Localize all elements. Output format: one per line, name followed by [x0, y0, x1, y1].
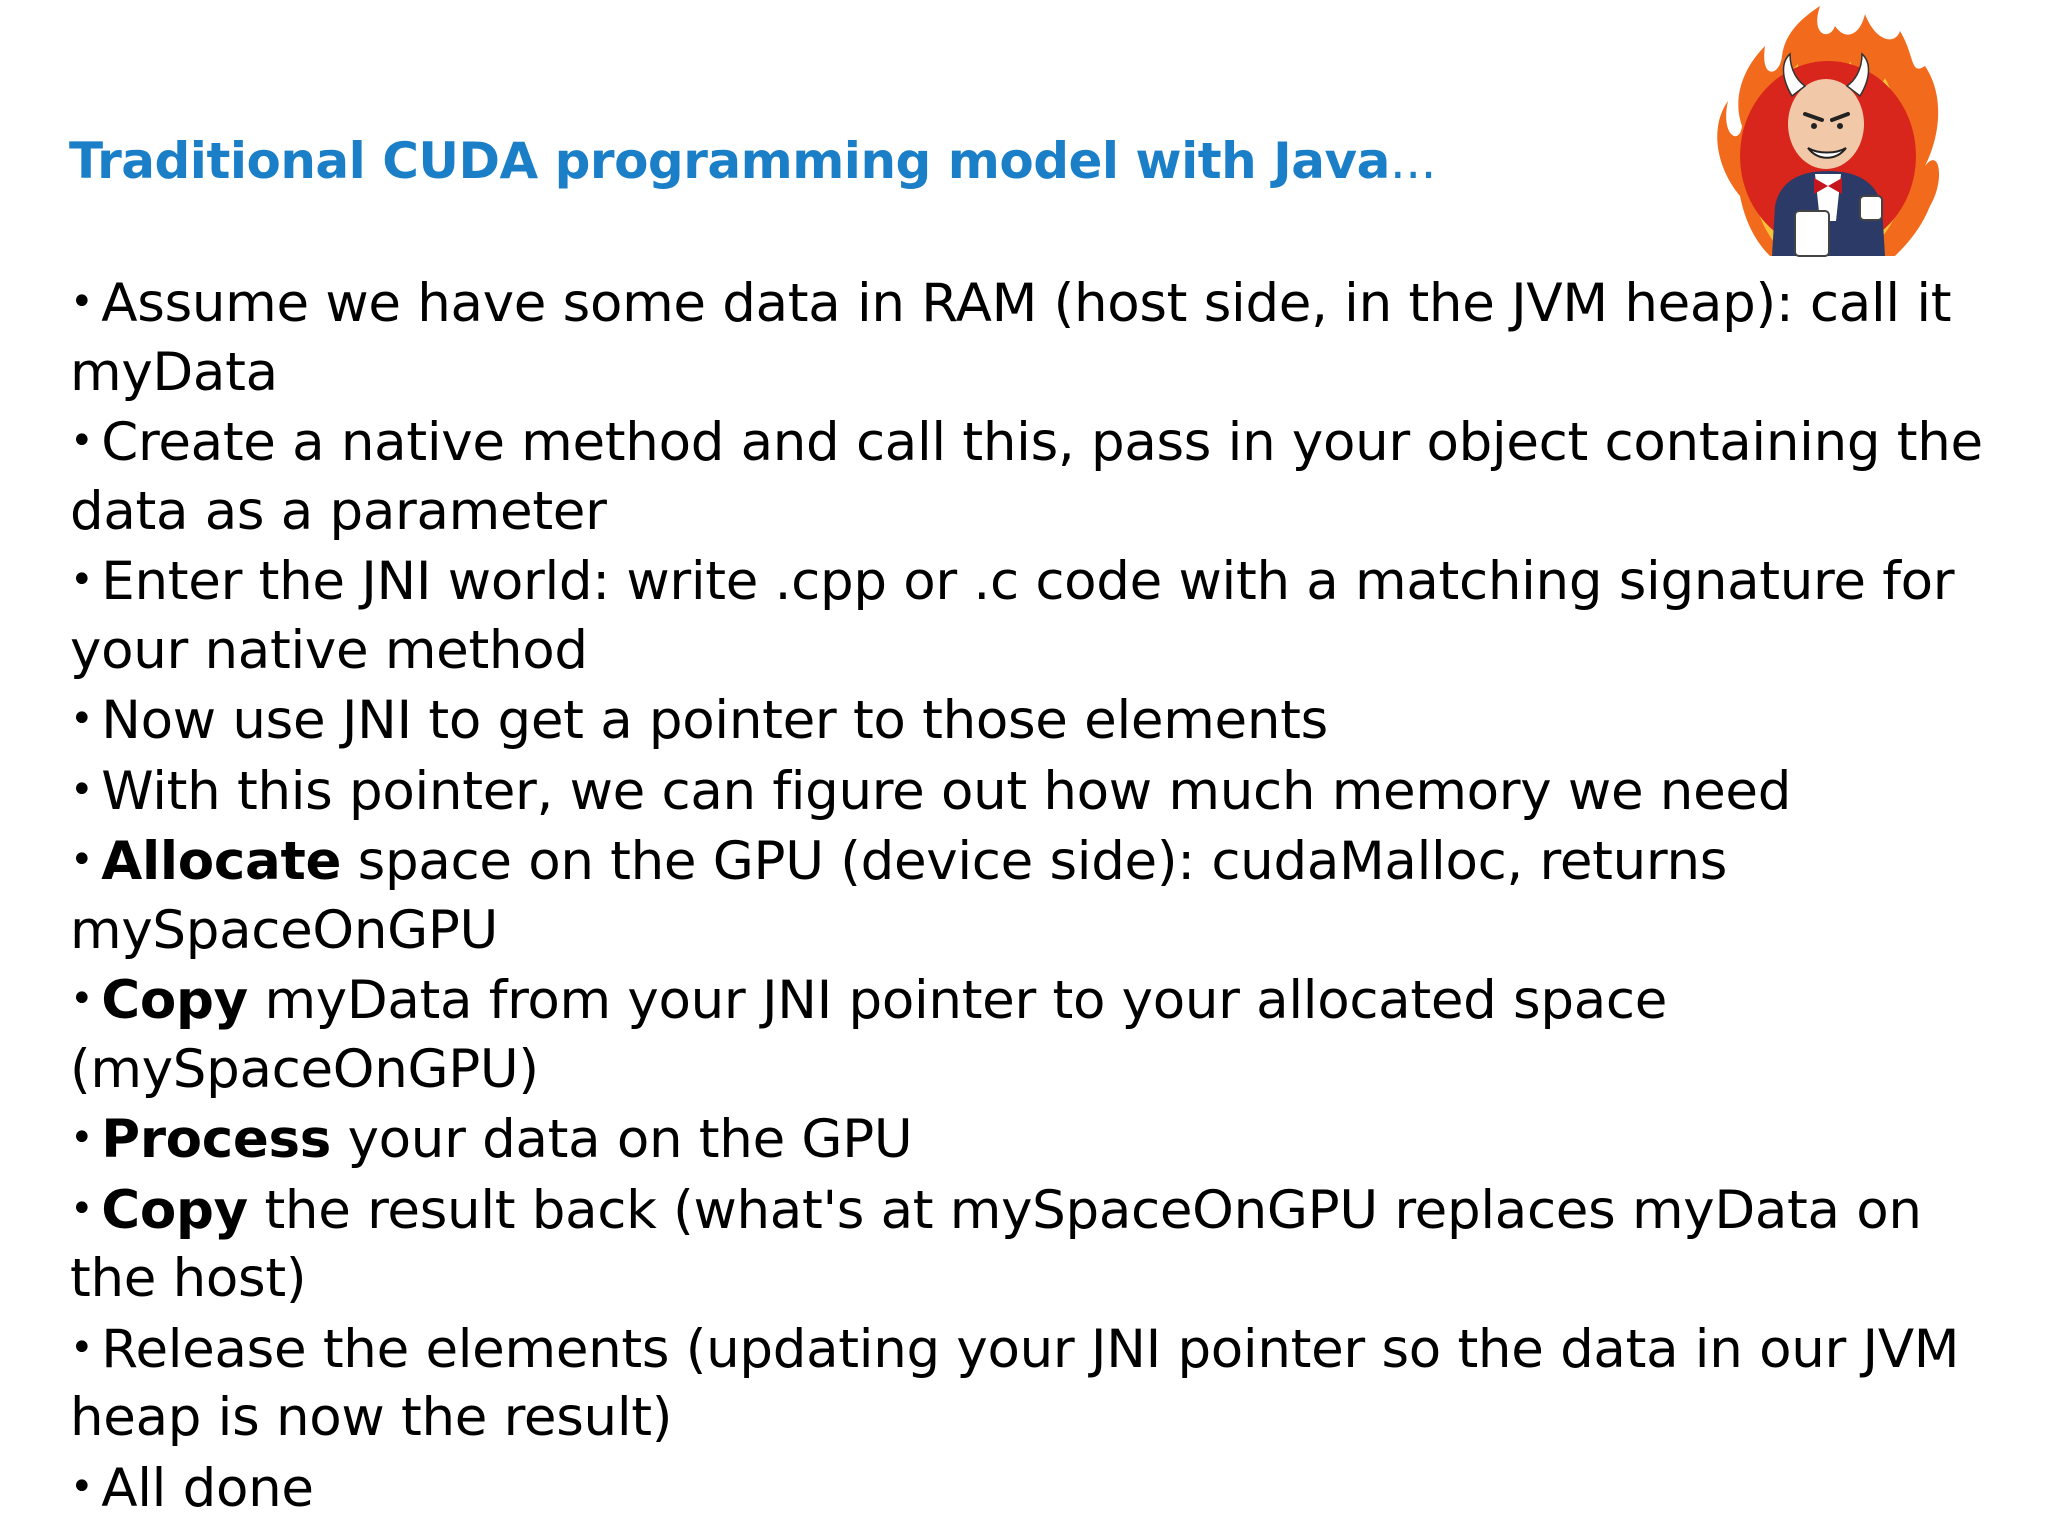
bullet-text: Assume we have some data in RAM (host si…	[70, 273, 1952, 403]
bullet-item: •Now use JNI to get a pointer to those e…	[70, 685, 2000, 756]
bullet-item: •Copy the result back (what's at mySpace…	[70, 1175, 2000, 1314]
bullet-item: •Enter the JNI world: write .cpp or .c c…	[70, 546, 2000, 685]
bullet-text: With this pointer, we can figure out how…	[101, 760, 1792, 822]
bullet-icon: •	[70, 1463, 94, 1510]
bullet-item: •Allocate space on the GPU (device side)…	[70, 826, 2000, 965]
bullet-item: •Copy myData from your JNI pointer to yo…	[70, 965, 2000, 1104]
bullet-emphasis: Copy	[101, 970, 248, 1031]
bullet-text: myData from your JNI pointer to your all…	[70, 970, 1668, 1100]
bullet-emphasis: Process	[101, 1109, 332, 1170]
bullet-icon: •	[70, 837, 94, 883]
bullet-text: your data on the GPU	[331, 1109, 913, 1170]
bullet-text: Now use JNI to get a pointer to those el…	[101, 690, 1328, 751]
bullet-item: •Create a native method and call this, p…	[70, 407, 2000, 546]
bullet-emphasis: Allocate	[101, 831, 342, 892]
bullet-icon: •	[70, 279, 94, 325]
bullet-icon: •	[70, 766, 94, 813]
bullet-icon: •	[70, 418, 94, 464]
bullet-item: •Assume we have some data in RAM (host s…	[70, 268, 2000, 407]
bullet-icon: •	[70, 976, 94, 1022]
bullet-icon: •	[70, 557, 94, 603]
bullet-emphasis: Copy	[101, 1179, 248, 1241]
slide-title-text: Traditional CUDA programming model with …	[69, 132, 1390, 190]
bullet-text: space on the GPU (device side): cudaMall…	[70, 831, 1728, 961]
bullet-item: •Release the elements (updating your JNI…	[70, 1314, 2000, 1453]
bullet-icon: •	[70, 1324, 94, 1371]
bullet-item: •Process your data on the GPU	[70, 1104, 2000, 1175]
bullet-text: All done	[101, 1457, 314, 1519]
bullet-item: •With this pointer, we can figure out ho…	[70, 756, 2000, 827]
jenkins-fire-mascot-icon	[1717, 6, 1940, 257]
bullet-text: Release the elements (updating your JNI …	[70, 1318, 1960, 1449]
bullet-icon: •	[70, 1115, 94, 1161]
bullet-text: the result back (what's at mySpaceOnGPU …	[70, 1179, 1922, 1310]
bullet-text: Create a native method and call this, pa…	[70, 412, 1983, 542]
bullet-icon: •	[70, 1185, 94, 1232]
slide-title-ellipsis: ...	[1389, 132, 1437, 190]
bullet-text: Enter the JNI world: write .cpp or .c co…	[70, 551, 1955, 681]
bullet-list: •Assume we have some data in RAM (host s…	[70, 268, 2000, 1523]
bullet-icon: •	[70, 696, 94, 742]
bullet-item: •All done	[70, 1453, 2000, 1524]
slide-title: Traditional CUDA programming model with …	[69, 132, 1437, 190]
